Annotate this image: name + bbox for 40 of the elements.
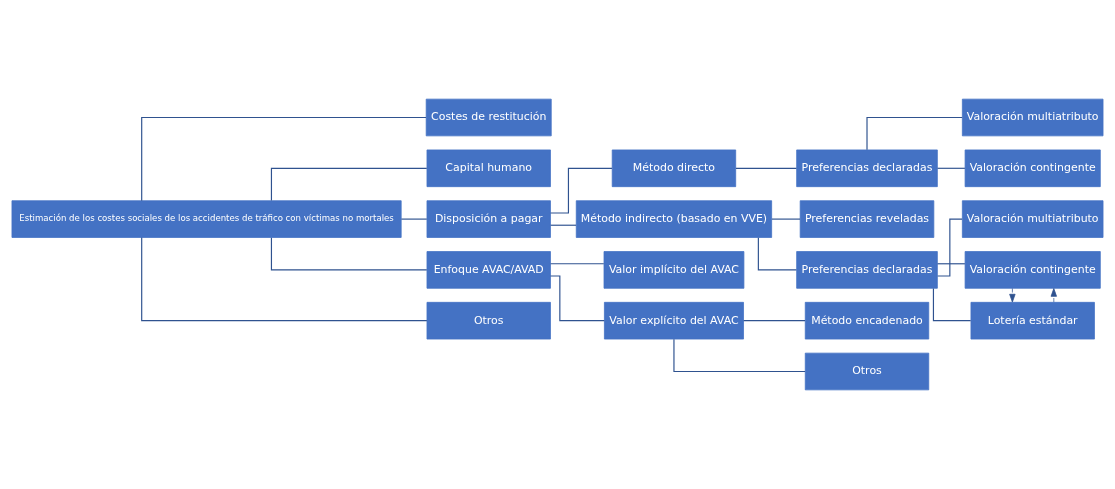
node-box: Método encadenado bbox=[804, 301, 930, 340]
arrow bbox=[1009, 288, 1016, 303]
node-box: Método directo bbox=[611, 149, 737, 188]
node-box: Valoración multiatributo bbox=[961, 200, 1104, 238]
node-box: Enfoque AVAC/AVAD bbox=[426, 251, 551, 289]
node-box: Valor explícito del AVAC bbox=[604, 301, 744, 340]
connector bbox=[549, 275, 605, 322]
node-box: Preferencias declaradas bbox=[796, 251, 938, 289]
connector bbox=[771, 218, 801, 220]
connector bbox=[141, 116, 427, 202]
node-box: Método indirecto (basado en VVE) bbox=[575, 200, 773, 238]
connector bbox=[550, 263, 605, 265]
node-box: Lotería estándar bbox=[970, 301, 1095, 340]
node-box: Valoración contingente bbox=[964, 251, 1101, 289]
node-box: Costes de restitución bbox=[425, 98, 552, 137]
connector bbox=[549, 167, 613, 214]
node-box: Capital humano bbox=[426, 149, 551, 188]
connector bbox=[141, 236, 428, 322]
node-box: Preferencias reveladas bbox=[799, 200, 935, 238]
connector bbox=[936, 167, 966, 169]
node-box: Otros bbox=[426, 301, 551, 340]
node-box: Preferencias declaradas bbox=[796, 149, 938, 188]
connector bbox=[735, 167, 797, 169]
connector bbox=[936, 263, 966, 265]
connector bbox=[866, 116, 963, 151]
connector bbox=[743, 320, 806, 322]
connector bbox=[550, 224, 577, 226]
node-box: Estimación de los costes sociales de los accidentes de tráfico con víctimas no mortales bbox=[11, 200, 402, 238]
connector bbox=[673, 338, 806, 373]
connector bbox=[400, 218, 428, 220]
node-box: Valor implícito del AVAC bbox=[603, 251, 745, 289]
node-box: Disposición a pagar bbox=[426, 200, 551, 238]
connector bbox=[932, 287, 972, 322]
node-box: Valoración contingente bbox=[964, 149, 1101, 188]
connector bbox=[757, 237, 797, 271]
arrow bbox=[1050, 288, 1057, 303]
connector bbox=[270, 167, 428, 202]
node-box: Otros bbox=[804, 352, 930, 391]
node-box: Valoración multiatributo bbox=[961, 98, 1104, 137]
connector bbox=[270, 237, 428, 271]
